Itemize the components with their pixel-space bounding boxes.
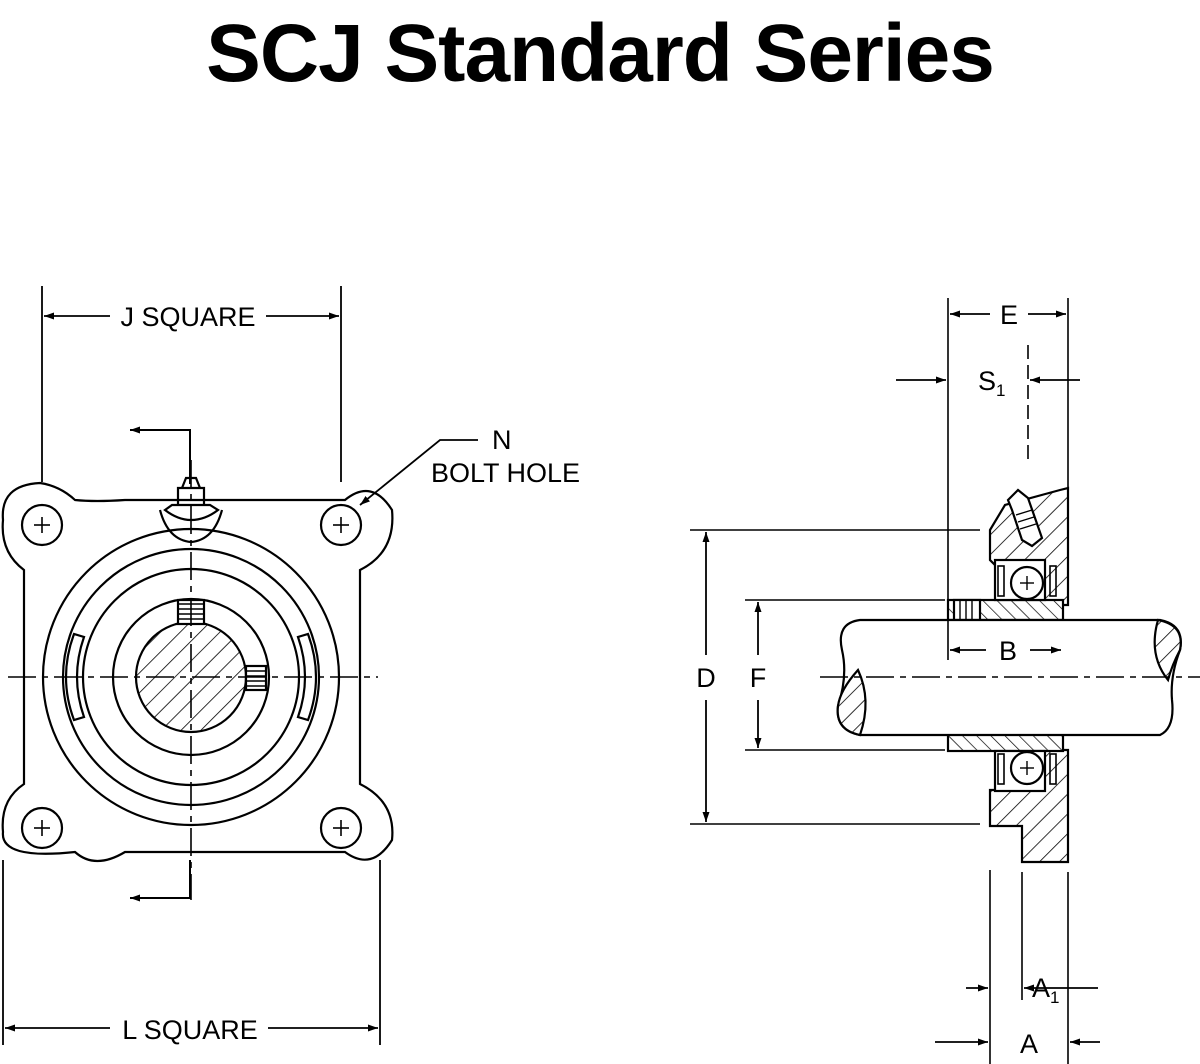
flange-outline [1,481,394,863]
side-recess-left [64,632,86,722]
grease-fitting-side [1006,488,1044,548]
shaft-end-right [1153,618,1182,683]
s1-label: S1 [978,366,1005,400]
shaft-end-left [836,668,867,737]
page-title: SCJ Standard Series [206,8,995,99]
a-label: A [1020,1029,1038,1059]
b-label: B [999,636,1017,666]
l-square-label: L SQUARE [122,1015,258,1045]
section-arrow-bottom [130,860,191,902]
d-label: D [696,663,716,693]
a1-label: A1 [1032,973,1059,1007]
e-label: E [1000,300,1018,330]
section-arrow-top [130,426,191,484]
f-label: F [750,663,767,693]
bolt-hole-label: BOLT HOLE [431,458,580,488]
bolt-hole-top-left [20,503,64,547]
set-screw-side [244,664,268,692]
collar-set-screw [952,598,982,622]
bolt-hole-bottom-left [20,806,64,850]
side-recess-right [296,632,318,722]
bolt-hole-bottom-right [319,806,363,850]
bolt-hole-top-right [319,503,363,547]
n-label: N [492,425,512,455]
front-view [1,286,478,1045]
j-square-label: J SQUARE [120,302,255,332]
side-view [690,298,1200,1064]
